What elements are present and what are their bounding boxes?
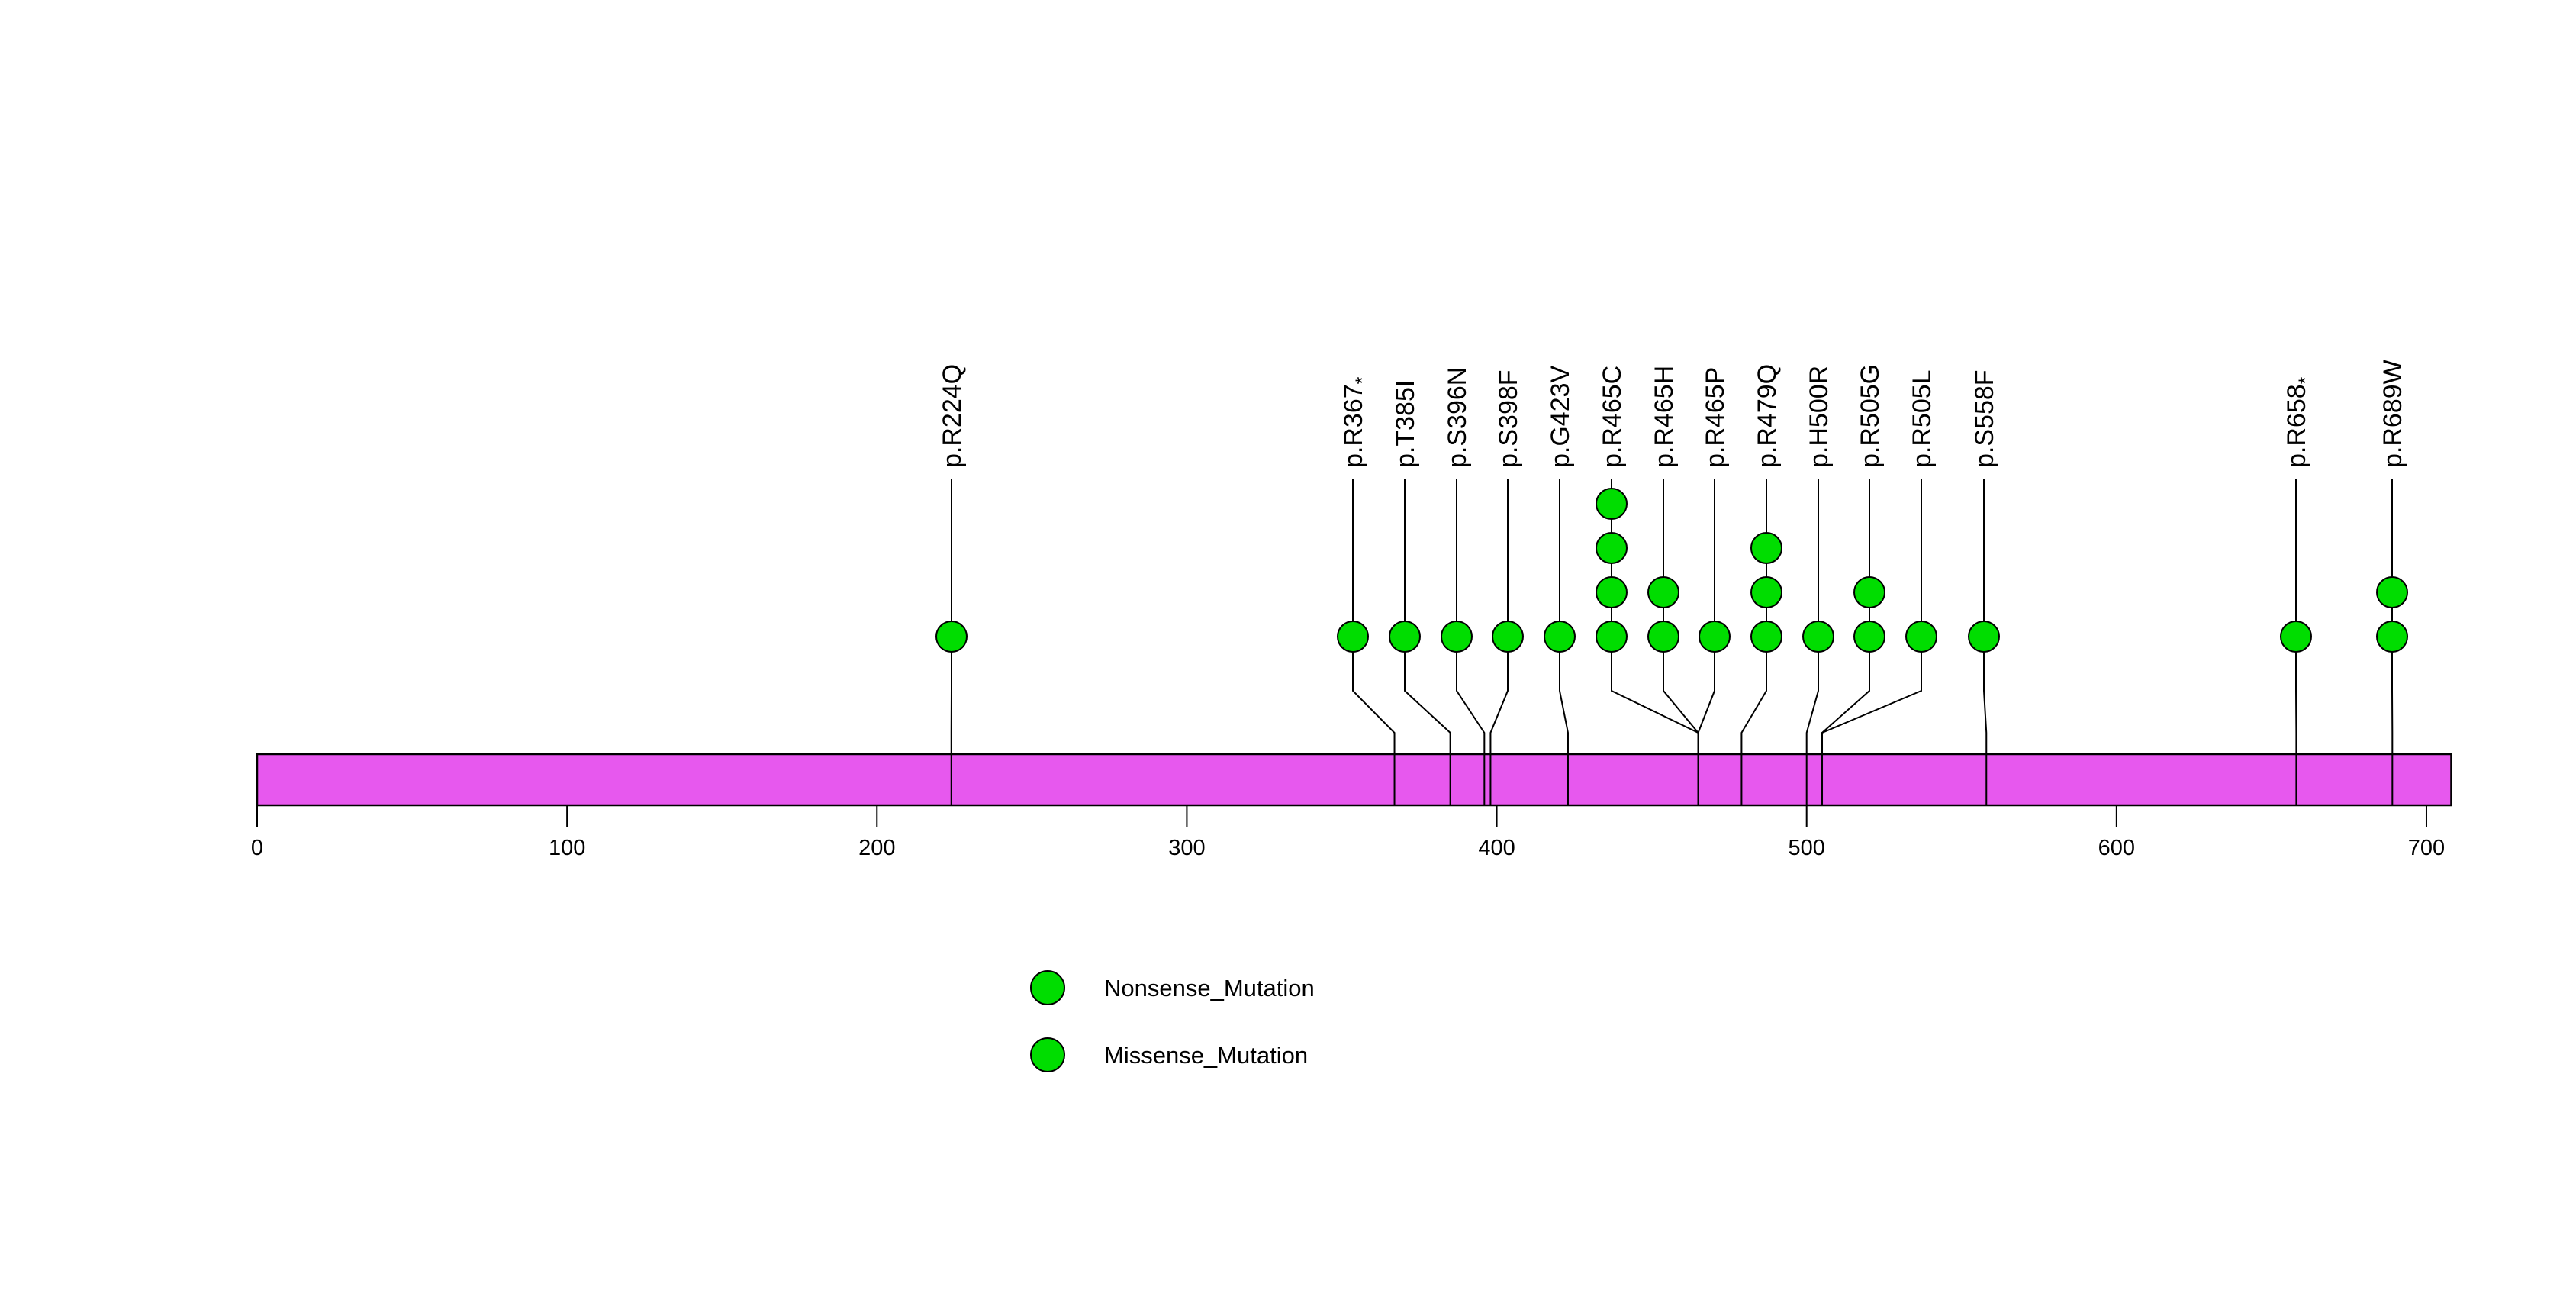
- mutation-label: p.R465H: [1650, 366, 1679, 468]
- mutation-point: [1802, 621, 1834, 653]
- legend-label-missense: Missense_Mutation: [1104, 1042, 1308, 1069]
- mutation-point: [1647, 621, 1679, 653]
- mutation-point: [935, 621, 968, 653]
- mutation-label: p.R479Q: [1753, 364, 1782, 468]
- mutation-stem: [1983, 479, 1988, 805]
- mutation-stem: [1456, 479, 1486, 805]
- mutation-point: [1596, 621, 1628, 653]
- axis-tick-label: 100: [549, 836, 585, 860]
- mutation-point: [1544, 621, 1576, 653]
- mutation-stem: [1559, 479, 1569, 805]
- mutation-point: [2376, 621, 2408, 653]
- legend-swatch-nonsense-icon: [1030, 970, 1065, 1005]
- mutation-label: p.S558F: [1970, 369, 1999, 468]
- mutation-point: [1389, 621, 1421, 653]
- mutation-label: p.R224Q: [938, 364, 967, 468]
- mutation-point: [1968, 621, 2000, 653]
- axis-tick-label: 300: [1168, 836, 1205, 860]
- mutation-label: p.R465C: [1598, 366, 1627, 468]
- legend: Nonsense_Mutation Missense_Mutation: [1030, 970, 1315, 1072]
- mutation-point: [1647, 576, 1679, 608]
- axis-tick-label: 400: [1478, 836, 1515, 860]
- mutation-point: [1750, 621, 1782, 653]
- axis-tick-label: 0: [251, 836, 263, 860]
- mutation-point: [2376, 576, 2408, 608]
- legend-swatch-missense-icon: [1030, 1037, 1065, 1072]
- mutation-stem: [1821, 479, 1922, 805]
- mutation-point: [1905, 621, 1937, 653]
- mutation-point: [1596, 576, 1628, 608]
- mutation-label: p.H500R: [1805, 366, 1834, 468]
- mutation-label: p.S396N: [1443, 367, 1472, 468]
- mutation-point: [1337, 621, 1369, 653]
- axis-tick-label: 600: [2098, 836, 2135, 860]
- mutation-point: [1853, 576, 1885, 608]
- mutation-point: [1699, 621, 1731, 653]
- mutation-label: p.R465P: [1701, 367, 1730, 468]
- legend-label-nonsense: Nonsense_Mutation: [1104, 975, 1315, 1001]
- axis-tick-label: 700: [2408, 836, 2445, 860]
- axis-tick-label: 200: [858, 836, 895, 860]
- mutation-label: p.R505G: [1856, 364, 1885, 468]
- mutation-point: [1596, 532, 1628, 564]
- mutation-label: p.R367*: [1339, 376, 1373, 468]
- mutation-point: [1750, 532, 1782, 564]
- mutation-point: [1853, 621, 1885, 653]
- nonsense-star: *: [1352, 376, 1373, 384]
- mutation-label: p.R658*: [2282, 376, 2317, 468]
- mutation-stem: [1697, 479, 1715, 805]
- mutation-stem: [1489, 479, 1509, 805]
- mutation-point: [1492, 621, 1524, 653]
- mutation-label: p.R689W: [2378, 360, 2407, 468]
- mutation-stem: [1404, 479, 1451, 805]
- mutation-point: [1750, 576, 1782, 608]
- protein-domain-bar: [256, 753, 2452, 807]
- mutation-label: p.T385I: [1391, 380, 1420, 468]
- nonsense-star: *: [2295, 376, 2317, 384]
- mutation-label: p.R505L: [1908, 369, 1937, 468]
- mutation-label: p.G423V: [1546, 365, 1575, 468]
- mutation-point: [1441, 621, 1473, 653]
- mutation-stem: [1352, 479, 1396, 805]
- mutation-label: p.S398F: [1494, 369, 1523, 468]
- axis-tick-label: 500: [1789, 836, 1825, 860]
- mutation-point: [2280, 621, 2312, 653]
- mutation-stem: [1805, 479, 1819, 805]
- mutation-point: [1596, 488, 1628, 520]
